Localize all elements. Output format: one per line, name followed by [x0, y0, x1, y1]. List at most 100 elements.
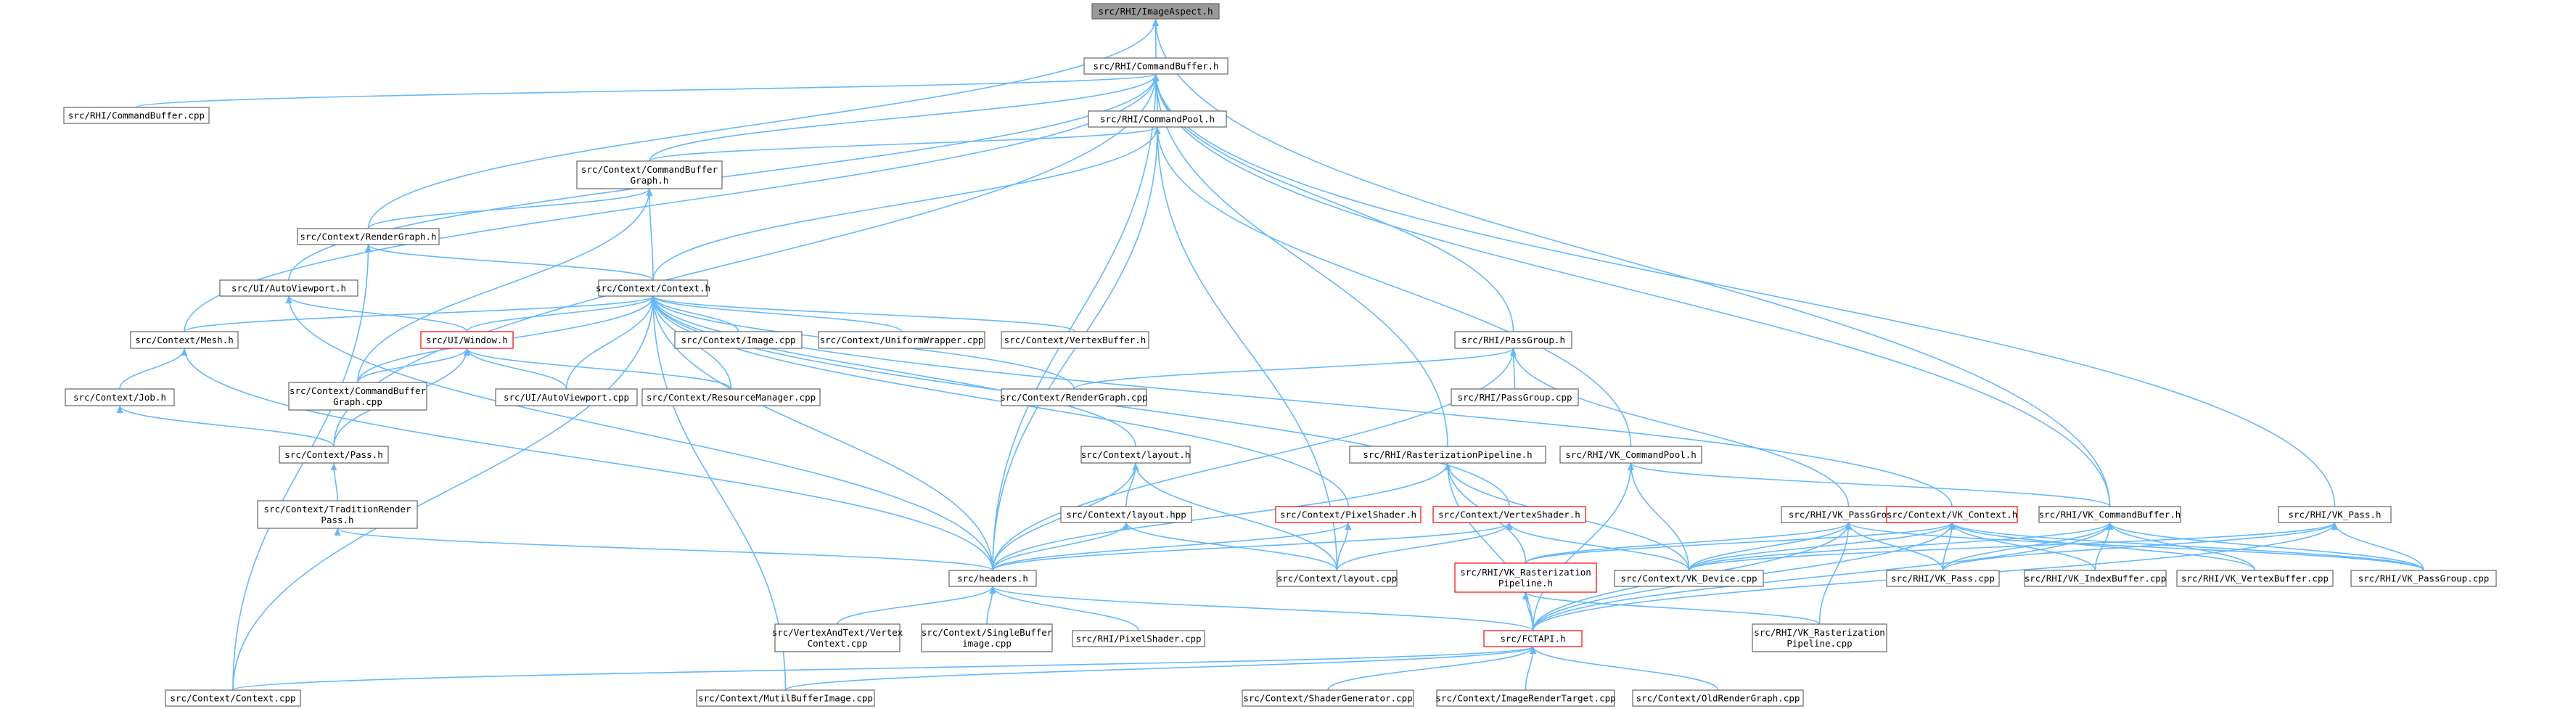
node-image_cpp[interactable]: src/Context/Image.cpp — [674, 331, 803, 349]
node-uniform_cpp[interactable]: src/Context/UniformWrapper.cpp — [818, 331, 985, 349]
node-box[interactable] — [288, 382, 427, 411]
node-box[interactable] — [1072, 630, 1205, 647]
node-box[interactable] — [1614, 570, 1764, 587]
node-vkdevice_cpp[interactable]: src/Context/VK_Device.cpp — [1614, 570, 1764, 587]
node-box[interactable] — [598, 279, 708, 297]
node-vkpass_h[interactable]: src/RHI/VK_Pass.h — [2278, 506, 2392, 523]
node-box[interactable] — [1001, 331, 1149, 349]
node-job_h[interactable]: src/Context/Job.h — [65, 388, 175, 406]
node-vkpassgroup_cpp[interactable]: src/RHI/VK_PassGroup.cpp — [2350, 570, 2497, 587]
node-box[interactable] — [696, 689, 875, 707]
node-resourcemanager_cpp[interactable]: src/Context/ResourceManager.cpp — [641, 388, 821, 406]
node-box[interactable] — [1454, 562, 1597, 593]
node-box[interactable] — [420, 331, 514, 349]
node-vertexshader_h[interactable]: src/Context/VertexShader.h — [1432, 506, 1586, 523]
node-box[interactable] — [1559, 446, 1702, 464]
node-context_cpp[interactable]: src/Context/Context.cpp — [165, 689, 301, 707]
node-box[interactable] — [2038, 506, 2181, 523]
node-raster_h[interactable]: src/RHI/RasterizationPipeline.h — [1349, 446, 1546, 464]
node-box[interactable] — [1088, 110, 1227, 128]
node-box[interactable] — [1060, 506, 1192, 523]
node-box[interactable] — [1275, 506, 1422, 523]
node-box[interactable] — [257, 500, 418, 529]
node-vkvertexbuffer_cpp[interactable]: src/RHI/VK_VertexBuffer.cpp — [2176, 570, 2334, 587]
node-box[interactable] — [2278, 506, 2392, 523]
node-box[interactable] — [1349, 446, 1546, 464]
node-box[interactable] — [948, 570, 1037, 587]
node-oldrendergraph_cpp[interactable]: src/Context/OldRenderGraph.cpp — [1632, 689, 1804, 707]
node-box[interactable] — [1001, 388, 1147, 406]
node-commandbuffer_h[interactable]: src/RHI/CommandBuffer.h — [1083, 57, 1228, 75]
node-vkraster_h[interactable]: src/RHI/VK_RasterizationPipeline.h — [1454, 562, 1597, 593]
node-vkraster_cpp[interactable]: src/RHI/VK_RasterizationPipeline.cpp — [1752, 623, 1887, 652]
node-box[interactable] — [219, 279, 358, 297]
node-box[interactable] — [1483, 630, 1583, 647]
node-box[interactable] — [1432, 506, 1586, 523]
node-box[interactable] — [130, 331, 239, 349]
node-box[interactable] — [921, 623, 1053, 652]
node-box[interactable] — [65, 388, 175, 406]
node-autoviewport_cpp[interactable]: src/UI/AutoViewport.cpp — [495, 388, 638, 406]
node-box[interactable] — [2176, 570, 2334, 587]
node-box[interactable] — [63, 107, 210, 124]
node-box[interactable] — [1080, 446, 1191, 464]
node-autoviewport_h[interactable]: src/UI/AutoViewport.h — [219, 279, 358, 297]
node-box[interactable] — [1242, 689, 1414, 707]
node-layout_hpp[interactable]: src/Context/layout.hpp — [1060, 506, 1192, 523]
node-vkpass_cpp[interactable]: src/RHI/VK_Pass.cpp — [1886, 570, 2000, 587]
node-box[interactable] — [1091, 3, 1220, 20]
node-box[interactable] — [1083, 57, 1228, 75]
node-box[interactable] — [774, 623, 901, 652]
node-box[interactable] — [1436, 689, 1615, 707]
node-passgroup_cpp[interactable]: src/RHI/PassGroup.cpp — [1451, 388, 1579, 406]
node-fctapi_h[interactable]: src/FCTAPI.h — [1483, 630, 1583, 647]
node-box[interactable] — [674, 331, 803, 349]
node-box[interactable] — [279, 446, 389, 464]
node-box[interactable] — [641, 388, 821, 406]
node-box[interactable] — [818, 331, 985, 349]
node-imagerender_cpp[interactable]: src/Context/ImageRenderTarget.cpp — [1435, 689, 1616, 707]
node-box[interactable] — [1752, 623, 1887, 652]
node-box[interactable] — [1276, 570, 1398, 587]
node-commandpool_h[interactable]: src/RHI/CommandPool.h — [1088, 110, 1227, 128]
node-vkcommandbuffer_h[interactable]: src/RHI/VK_CommandBuffer.h — [2038, 506, 2181, 523]
node-box[interactable] — [2350, 570, 2497, 587]
node-layout_h[interactable]: src/Context/layout.h — [1080, 446, 1191, 464]
node-rendergraph_cpp[interactable]: src/Context/RenderGraph.cpp — [1000, 388, 1148, 406]
node-pass_h[interactable]: src/Context/Pass.h — [279, 446, 389, 464]
node-context_h[interactable]: src/Context/Context.h — [596, 279, 710, 297]
node-mesh_h[interactable]: src/Context/Mesh.h — [130, 331, 239, 349]
node-vkpassgroup_h[interactable]: src/RHI/VK_PassGroup.h — [1781, 506, 1916, 523]
node-vkcommandpool_h[interactable]: src/RHI/VK_CommandPool.h — [1559, 446, 1702, 464]
node-imageaspect[interactable]: src/RHI/ImageAspect.h — [1091, 3, 1220, 20]
node-pixelshader_h[interactable]: src/Context/PixelShader.h — [1275, 506, 1422, 523]
node-rendergraph_h[interactable]: src/Context/RenderGraph.h — [297, 228, 440, 245]
node-passgroup_h[interactable]: src/RHI/PassGroup.h — [1454, 331, 1572, 349]
node-box[interactable] — [495, 388, 638, 406]
node-multibuffer_cpp[interactable]: src/Context/MutilBufferImage.cpp — [696, 689, 875, 707]
node-vkindexbuffer_cpp[interactable]: src/RHI/VK_IndexBuffer.cpp — [2024, 570, 2167, 587]
node-commandbuffer_cpp[interactable]: src/RHI/CommandBuffer.cpp — [63, 107, 210, 124]
node-rhipixelshader_cpp[interactable]: src/RHI/PixelShader.cpp — [1072, 630, 1205, 647]
node-box[interactable] — [165, 689, 301, 707]
node-shadergen_cpp[interactable]: src/Context/ShaderGenerator.cpp — [1242, 689, 1414, 707]
node-vertexbuffer_h[interactable]: src/Context/VertexBuffer.h — [1001, 331, 1149, 349]
node-box[interactable] — [1454, 331, 1572, 349]
node-box[interactable] — [1886, 570, 2000, 587]
node-box[interactable] — [576, 160, 723, 189]
node-window_h[interactable]: src/UI/Window.h — [420, 331, 514, 349]
edge-line — [1157, 126, 1632, 447]
node-box[interactable] — [2024, 570, 2167, 587]
node-box[interactable] — [297, 228, 440, 245]
node-box[interactable] — [1451, 388, 1579, 406]
node-box[interactable] — [1886, 506, 2018, 523]
node-headers_h[interactable]: src/headers.h — [948, 570, 1037, 587]
node-box[interactable] — [1632, 689, 1804, 707]
node-layout_cpp[interactable]: src/Context/layout.cpp — [1276, 570, 1398, 587]
node-vkcontext_h[interactable]: src/Context/VK_Context.h — [1886, 506, 2018, 523]
